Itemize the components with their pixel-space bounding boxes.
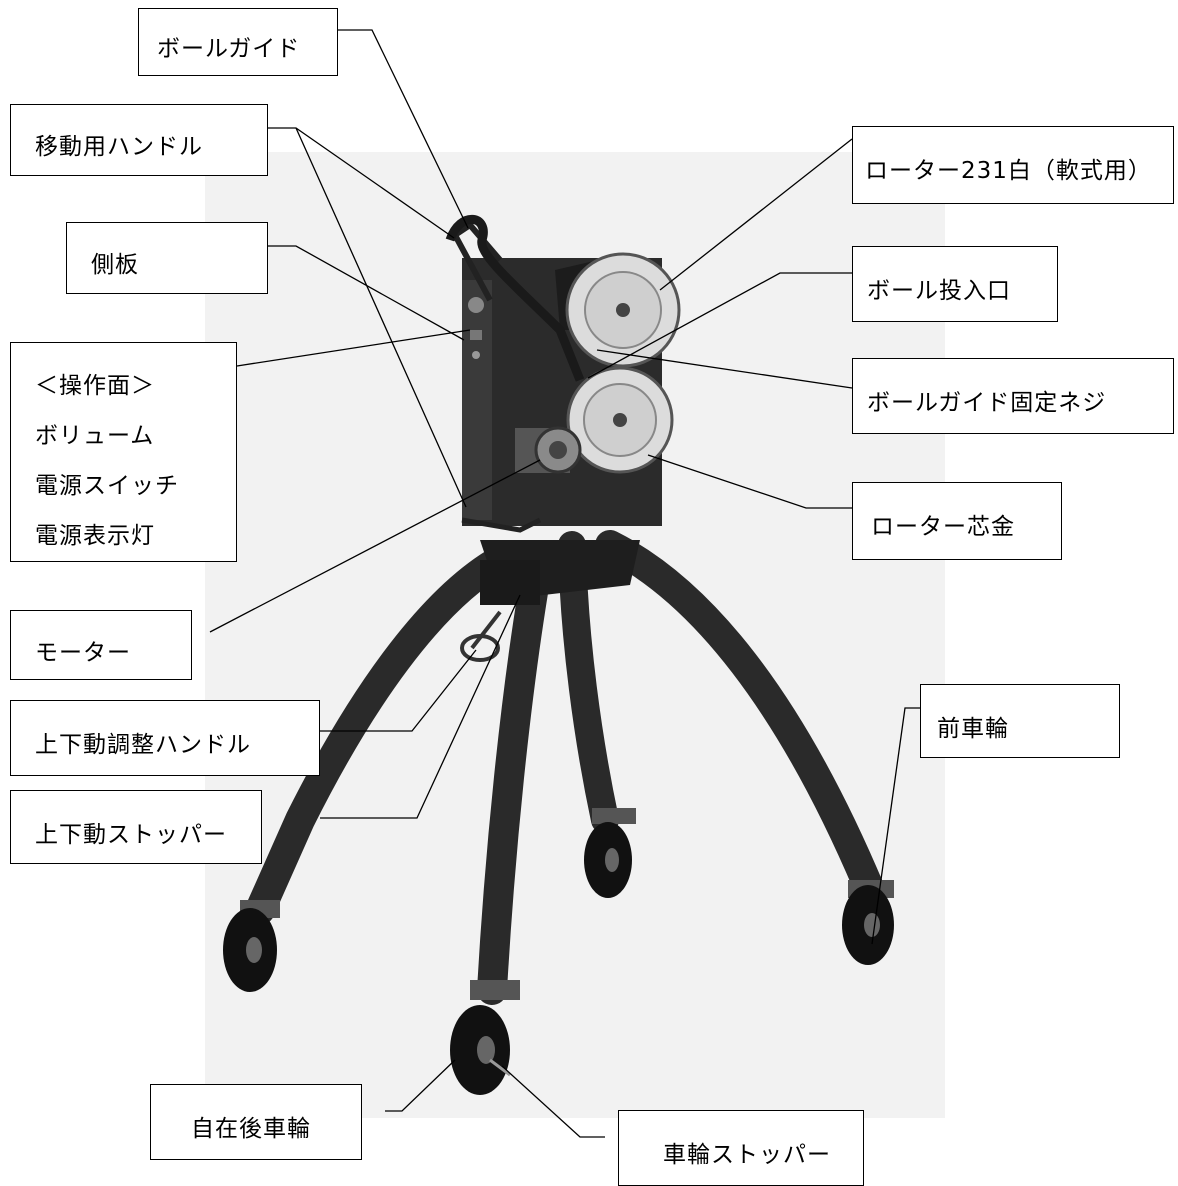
label-motor: モーター <box>10 610 192 680</box>
rear-center-wheel <box>450 980 520 1095</box>
label-wheel-stopper-text: 車輪ストッパー <box>663 1142 831 1168</box>
label-vertical-adjust-handle: 上下動調整ハンドル <box>10 700 320 776</box>
label-motor-text: モーター <box>35 640 131 666</box>
leg-front-right <box>595 530 885 905</box>
label-vertical-adjust-handle-text: 上下動調整ハンドル <box>35 732 251 758</box>
label-vertical-stopper-text: 上下動ストッパー <box>35 822 227 848</box>
motor <box>515 426 582 474</box>
vertical-adjust-wheel <box>460 610 502 662</box>
lower-rotor <box>566 366 674 474</box>
front-center-wheel <box>584 808 636 898</box>
label-wheel-stopper: 車輪ストッパー <box>618 1110 864 1186</box>
leg-rear-center <box>477 565 550 1005</box>
ball-guide <box>445 214 585 382</box>
leader-vertical-stopper <box>320 594 521 819</box>
leader-motor <box>209 459 541 633</box>
label-control-panel-line-2: ボリューム <box>35 423 155 449</box>
label-rotor-231: ローター231白（軟式用） <box>852 126 1174 204</box>
leader-caster-wheel <box>385 1059 456 1112</box>
leader-ball-guide <box>338 29 469 229</box>
label-side-plate: 側板 <box>66 222 268 294</box>
label-ball-guide-text: ボールガイド <box>157 36 301 62</box>
leader-front-wheel <box>871 707 920 945</box>
base-handle <box>461 517 542 533</box>
pitching-machine <box>223 214 894 1095</box>
label-moving-handle: 移動用ハンドル <box>10 104 268 176</box>
label-ball-inlet: ボール投入口 <box>852 246 1058 322</box>
label-ball-guide-fixing-screw-text: ボールガイド固定ネジ <box>867 390 1107 416</box>
label-ball-guide-fixing-screw: ボールガイド固定ネジ <box>852 358 1174 434</box>
label-control-panel: ＜操作面＞ ボリューム 電源スイッチ 電源表示灯 <box>10 342 237 562</box>
leader-lines <box>209 29 920 1138</box>
leader-ball-guide-screw <box>596 349 853 389</box>
label-ball-inlet-text: ボール投入口 <box>867 278 1011 304</box>
label-caster-rear-wheel-text: 自在後車輪 <box>191 1116 311 1142</box>
leader-side-plate <box>268 245 465 341</box>
volume-knob <box>468 297 484 313</box>
label-rotor-231-text: ローター231白（軟式用） <box>865 158 1152 184</box>
leader-control-panel <box>236 329 471 367</box>
mount-bracket <box>480 560 540 605</box>
power-switch <box>470 330 482 340</box>
leader-wheel-stopper <box>501 1065 605 1138</box>
label-moving-handle-text: 移動用ハンドル <box>35 134 203 160</box>
leader-moving-handle-1 <box>268 127 455 239</box>
power-lamp <box>472 351 480 359</box>
leader-vertical-adjust <box>320 649 477 732</box>
leader-moving-handle-2 <box>295 127 467 508</box>
label-roller-core: ローター芯金 <box>852 482 1062 560</box>
rear-left-wheel <box>223 900 280 992</box>
label-control-panel-line-1: ＜操作面＞ <box>35 373 155 399</box>
leader-ball-inlet <box>587 272 852 379</box>
front-right-wheel <box>842 880 894 965</box>
control-panel-strip <box>462 280 492 520</box>
label-ball-guide: ボールガイド <box>138 8 338 76</box>
label-front-wheel-text: 前車輪 <box>937 716 1009 742</box>
leader-rotor-231 <box>659 138 853 291</box>
label-front-wheel: 前車輪 <box>920 684 1120 758</box>
label-vertical-stopper: 上下動ストッパー <box>10 790 262 864</box>
label-side-plate-text: 側板 <box>91 252 139 278</box>
leader-roller-core <box>647 454 852 509</box>
label-roller-core-text: ローター芯金 <box>871 514 1015 540</box>
label-control-panel-line-4: 電源表示灯 <box>35 523 155 549</box>
label-control-panel-line-3: 電源スイッチ <box>35 473 179 499</box>
leg-rear-left <box>245 545 515 925</box>
label-caster-rear-wheel: 自在後車輪 <box>150 1084 362 1160</box>
upper-rotor <box>565 252 681 368</box>
